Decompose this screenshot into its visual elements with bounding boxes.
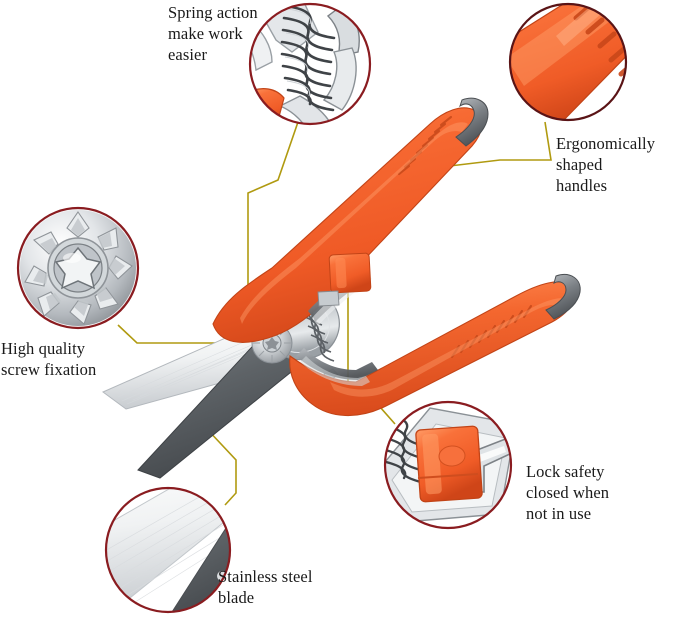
callout-circle-lock-safety bbox=[383, 400, 513, 530]
torx-slot bbox=[265, 337, 279, 350]
handle-lower-grip-ribs bbox=[450, 304, 533, 359]
handle-upper-grip-ribs bbox=[397, 115, 453, 176]
leader-line-ergo bbox=[415, 121, 552, 171]
torx-star-recess bbox=[54, 246, 102, 290]
callout-label-stainless-blade: Stainless steel blade bbox=[218, 567, 313, 607]
leader-line-spring bbox=[247, 121, 299, 290]
handle-upper bbox=[212, 97, 489, 343]
callout-circle-stainless-blade bbox=[104, 486, 232, 614]
callout-ring-screw-fixation bbox=[16, 206, 140, 330]
callout-label-ergonomic-handles: Ergonomically shaped handles bbox=[556, 134, 656, 195]
callout-ring-lock-safety bbox=[383, 400, 513, 530]
callout-ring-ergonomic-handles bbox=[508, 2, 628, 122]
pruning-shears-illustration bbox=[102, 97, 581, 479]
handle-lower-endcap bbox=[545, 274, 581, 320]
lock-keeper bbox=[317, 290, 340, 307]
callout-label-lock-safety: Lock safety closed when not in use bbox=[526, 462, 610, 523]
callout-ring-stainless-blade bbox=[104, 486, 232, 614]
handle-upper-endcap bbox=[455, 97, 489, 147]
safety-lock-slider[interactable] bbox=[317, 252, 372, 307]
callout-ring-spring-action bbox=[248, 2, 372, 126]
leader-lines bbox=[117, 121, 552, 506]
callout-circle-spring-action bbox=[248, 2, 372, 126]
callout-label-spring-action: Spring action make work easier bbox=[168, 3, 258, 64]
handle-lower bbox=[289, 274, 581, 417]
callout-label-screw-fixation: High quality screw fixation bbox=[1, 339, 97, 379]
callout-circle-ergonomic-handles bbox=[508, 2, 628, 122]
callout-circle-screw-fixation bbox=[16, 206, 140, 330]
leader-line-blade bbox=[205, 427, 237, 506]
